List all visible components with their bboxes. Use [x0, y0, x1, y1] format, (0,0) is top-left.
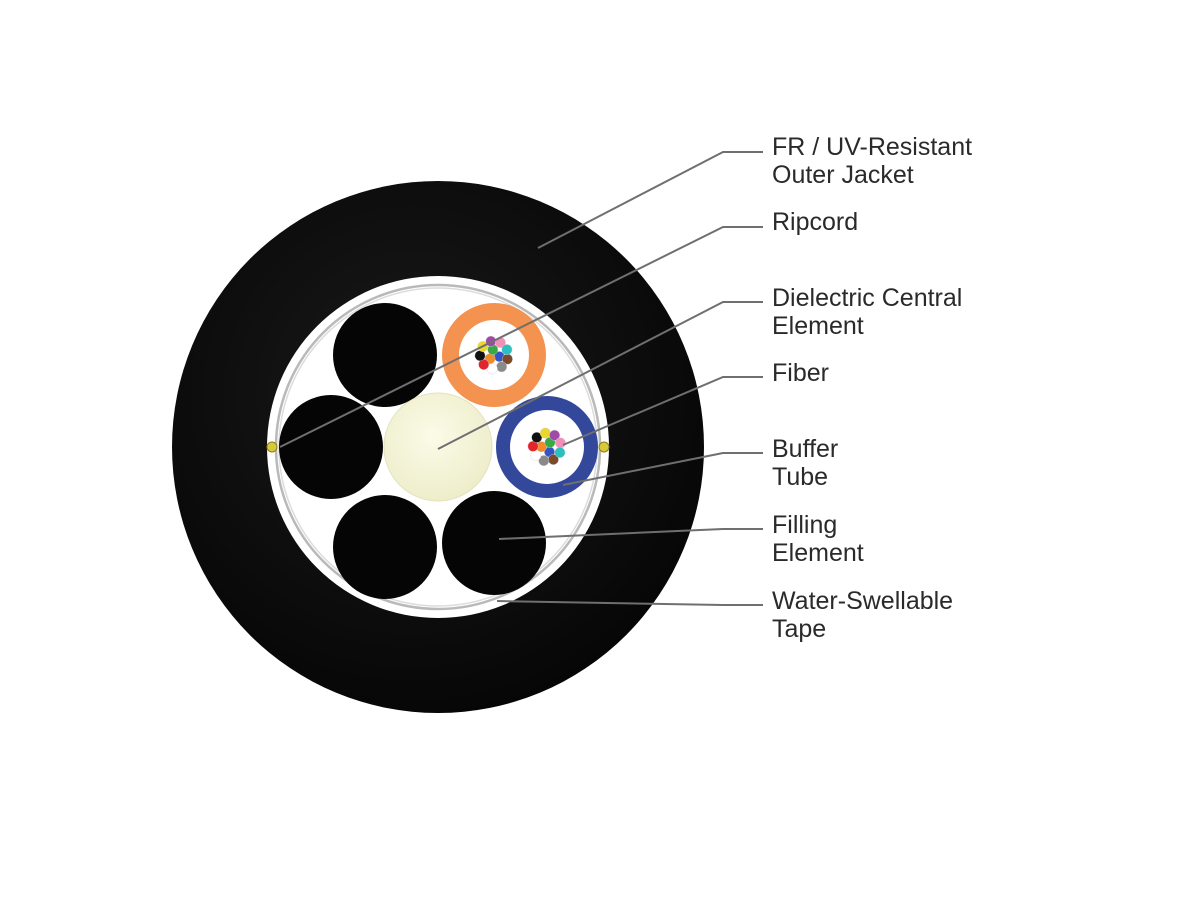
- ripcord-right: [598, 441, 610, 453]
- fiber: [530, 449, 542, 461]
- ripcord-left: [266, 441, 278, 453]
- buffer-tube-blue: [496, 396, 598, 498]
- label-outer-jacket: FR / UV-Resistant Outer Jacket: [772, 133, 979, 189]
- filling-element-bottom-left: [333, 495, 437, 599]
- leader-line-buffer-tube: [562, 452, 763, 486]
- fiber: [554, 447, 566, 458]
- fiber-bundle-orange: [474, 335, 513, 375]
- leader-line-water-tape: [496, 600, 763, 606]
- fiber: [538, 455, 550, 466]
- leader-line-fiber: [562, 376, 763, 446]
- leader-line-filling-element: [498, 528, 763, 540]
- leader-line-outer-jacket: [537, 151, 763, 249]
- fiber: [555, 437, 566, 449]
- fiber: [531, 431, 543, 443]
- label-buffer-tube: Buffer Tube: [772, 435, 845, 491]
- leader-line-ripcord: [279, 226, 763, 448]
- buffer-tube-orange: [442, 303, 546, 407]
- filling-element-bottom-right: [442, 491, 546, 595]
- label-filling-element: Filling Element: [772, 511, 864, 567]
- label-fiber: Fiber: [772, 359, 829, 387]
- fiber: [549, 429, 560, 441]
- filling-element-top-left: [333, 303, 437, 407]
- dielectric-central-element: [383, 392, 493, 502]
- fiber: [539, 427, 551, 439]
- fiber: [501, 344, 513, 355]
- fiber: [474, 350, 486, 362]
- fiber: [486, 363, 498, 375]
- fiber: [496, 361, 507, 373]
- leader-line-central-element: [437, 301, 763, 450]
- label-water-tape: Water-Swellable Tape: [772, 587, 960, 643]
- label-ripcord: Ripcord: [772, 208, 858, 236]
- label-central-element: Dielectric Central Element: [772, 284, 969, 340]
- fiber-bundle-blue: [527, 427, 566, 466]
- filling-element-left: [279, 395, 383, 499]
